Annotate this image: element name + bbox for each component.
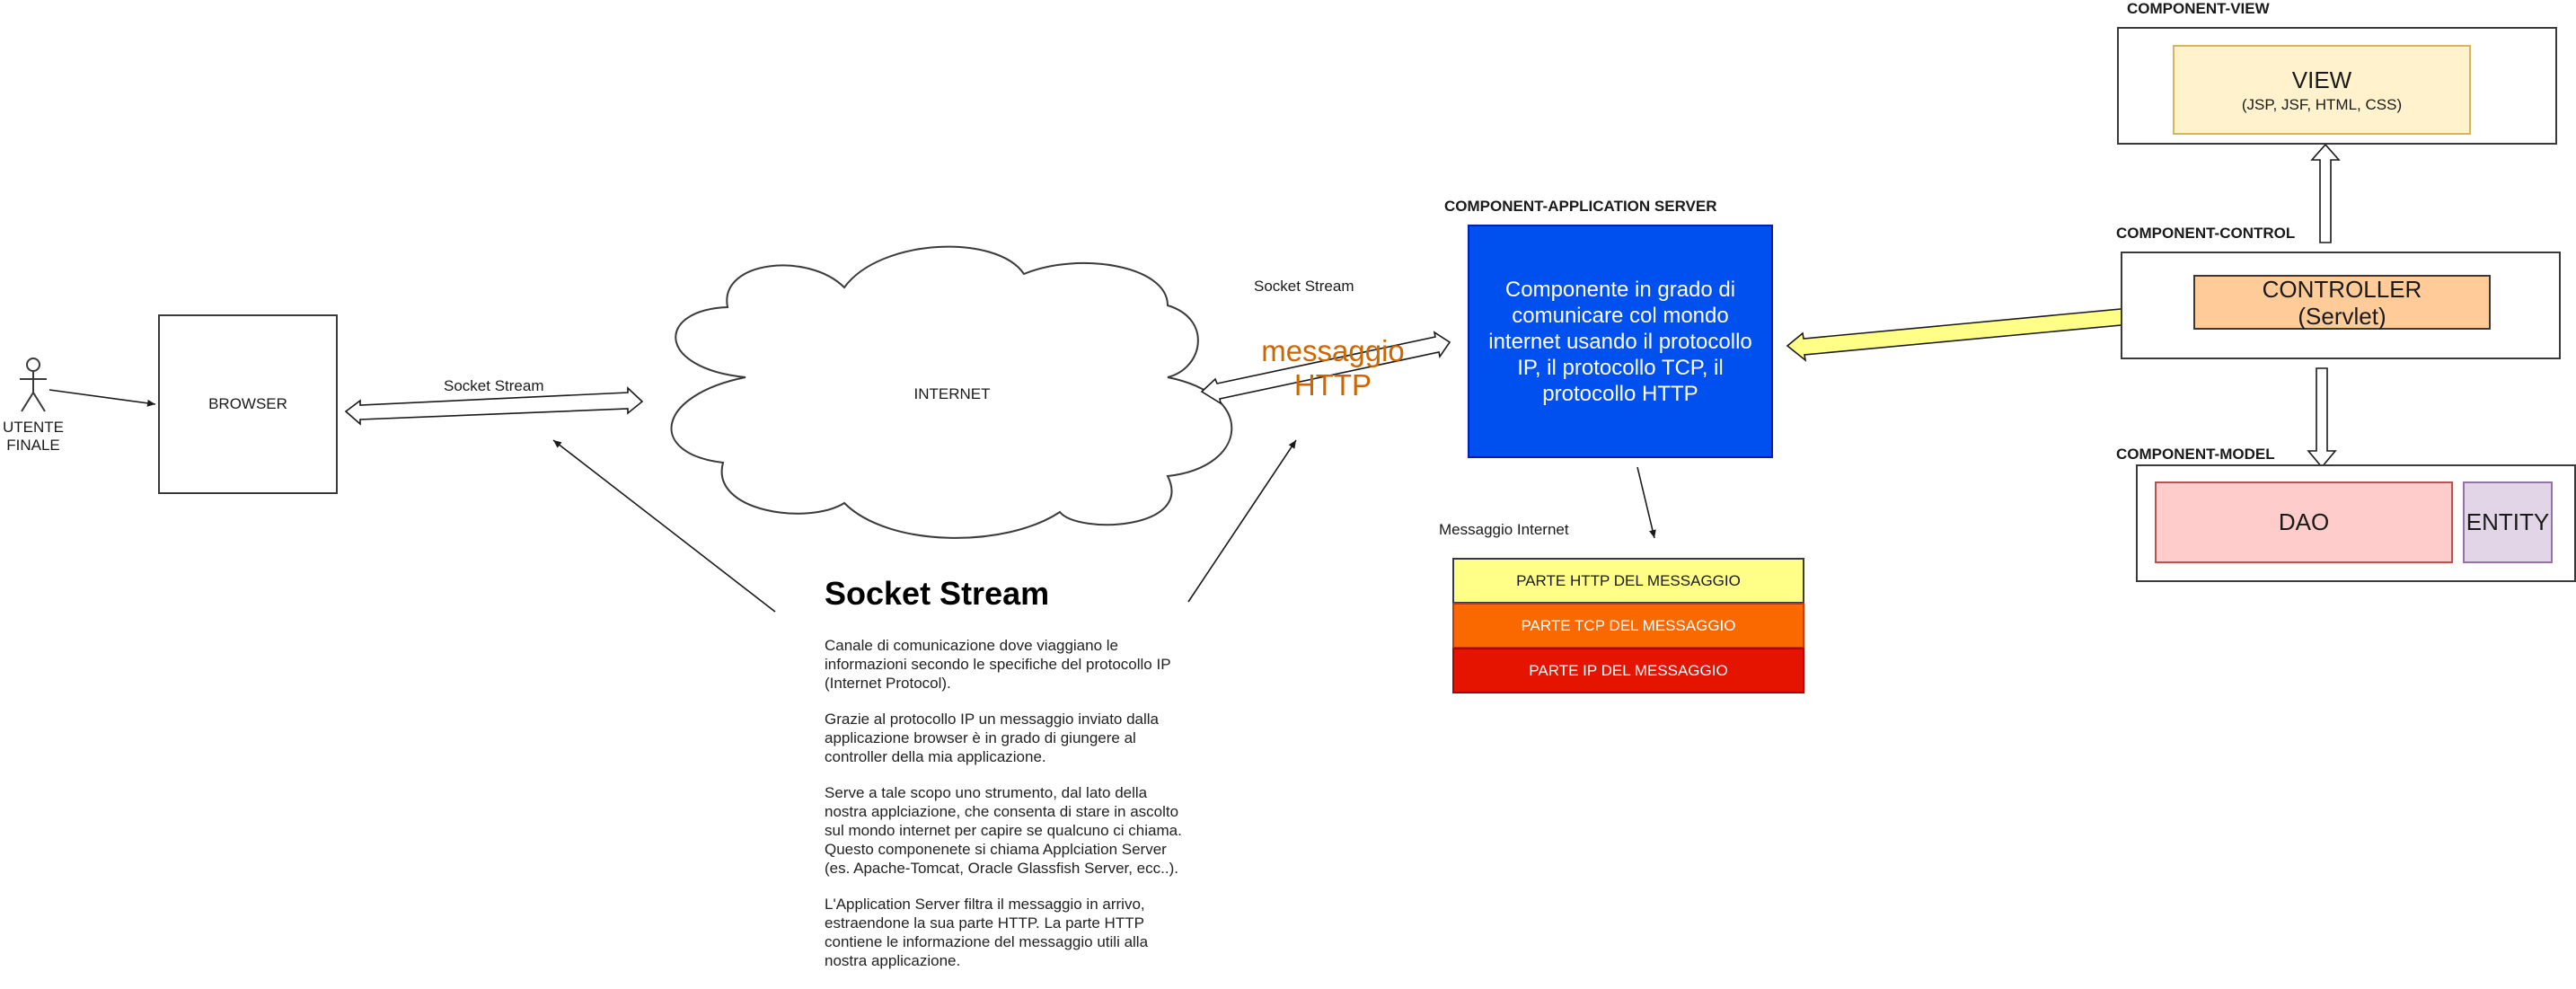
browser-internet-double-arrow [344,386,644,426]
http-message-label: messaggio HTTP [1261,334,1405,402]
note-paragraph: L'Application Server filtra il messaggio… [825,896,1149,969]
app-server-header: COMPONENT-APPLICATION SERVER [1444,198,1717,215]
note-paragraph: Serve a tale scopo uno strumento, dal la… [825,784,1182,877]
socket-stream-label-top: Socket Stream [1254,278,1354,295]
browser-box: BROWSER [158,314,338,494]
entity-box: ENTITY [2463,481,2553,563]
message-layer-tcp-label: PARTE TCP DEL MESSAGGIO [1521,616,1736,634]
socket-stream-label-left: Socket Stream [444,377,544,394]
note-paragraph: Canale di comunicazione dove viaggiano l… [825,637,1171,692]
component-control-header: COMPONENT-CONTROL [2116,225,2296,242]
entity-label: ENTITY [2466,508,2550,535]
message-layer-ip-label: PARTE IP DEL MESSAGGIO [1529,661,1728,679]
note-to-right-socket-arrow [1187,439,1297,603]
component-model-header: COMPONENT-MODEL [2116,446,2275,463]
internet-appserver-double-arrow [1200,331,1451,405]
controller-to-model-arrow [2307,367,2337,469]
note-to-left-socket-arrow [552,439,776,613]
internet-label: INTERNET [913,385,991,402]
dao-label: DAO [2278,508,2330,535]
appserver-to-message-arrow [1636,466,1656,539]
internet-message-label: Messaggio Internet [1439,521,1569,538]
message-layer-tcp: PARTE TCP DEL MESSAGGIO [1452,603,1804,649]
controller-to-view-arrow [2310,143,2341,243]
internet-cloud [670,245,1233,539]
message-layer-ip: PARTE IP DEL MESSAGGIO [1452,648,1804,693]
app-server-text: Componente in grado di comunicare col mo… [1488,277,1752,406]
view-title: VIEW [2291,66,2352,93]
controller-box: CONTROLLER (Servlet) [2193,275,2491,330]
note-paragraph: Grazie al protocollo IP un messaggio inv… [825,711,1160,765]
actor-figure [20,358,47,412]
view-box: VIEW (JSP, JSF, HTML, CSS) [2173,45,2471,135]
component-view-header: COMPONENT-VIEW [2127,0,2270,17]
browser-label: BROWSER [208,395,287,412]
actor-label: UTENTE FINALE [3,419,64,454]
message-layer-http: PARTE HTTP DEL MESSAGGIO [1452,558,1804,604]
message-layer-http-label: PARTE HTTP DEL MESSAGGIO [1516,571,1741,589]
actor-to-browser-arrow [49,389,156,407]
note-title: Socket Stream [825,575,1050,612]
socket-stream-note: Socket Stream Canale di comunicazione do… [825,575,1184,987]
view-subtitle: (JSP, JSF, HTML, CSS) [2241,95,2403,113]
controller-label: CONTROLLER (Servlet) [2262,275,2422,330]
app-server-box: Componente in grado di comunicare col mo… [1468,225,1773,458]
dao-box: DAO [2155,481,2453,563]
